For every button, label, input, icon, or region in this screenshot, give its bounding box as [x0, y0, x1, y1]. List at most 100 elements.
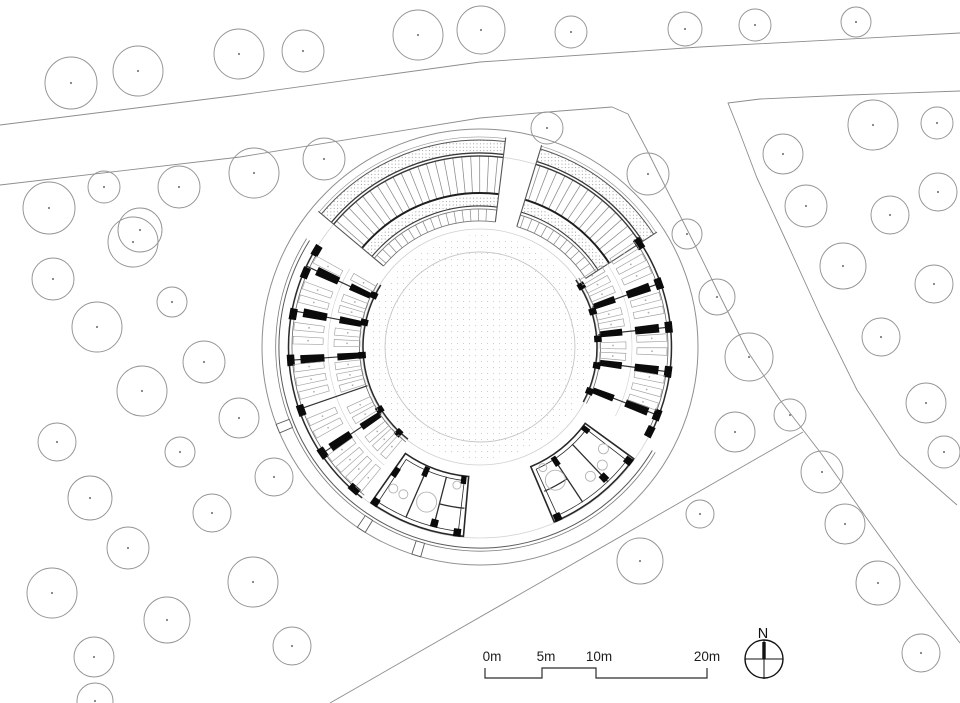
cot-dot	[313, 390, 315, 393]
cot	[355, 463, 381, 493]
tree-trunk-dot	[252, 171, 256, 175]
wc-fixture	[398, 489, 409, 500]
wall-block	[299, 266, 312, 280]
tree-trunk-dot	[683, 27, 687, 31]
cot	[346, 396, 374, 415]
tree-trunk-dot	[932, 282, 936, 286]
tree	[107, 216, 159, 268]
corridor-line	[327, 268, 385, 466]
inner-stipple-band	[521, 202, 607, 271]
cot-dot	[321, 415, 324, 418]
wc-jamb-block	[550, 455, 561, 467]
cot-dot	[350, 311, 353, 314]
outer-circle	[261, 128, 699, 566]
tree-trunk-dot	[272, 475, 276, 479]
tree-trunk-dot	[290, 644, 294, 648]
cot-dot	[357, 468, 360, 470]
cot-dot	[390, 445, 393, 448]
amphitheater-steps-north-west	[318, 136, 507, 267]
cot	[334, 359, 362, 371]
cot-dot	[353, 301, 356, 303]
wall-block	[374, 404, 385, 415]
tree-canopy-icon	[905, 382, 947, 424]
tree-canopy-icon	[22, 181, 76, 235]
cot-dot	[308, 365, 311, 368]
tree	[116, 365, 168, 417]
cot	[334, 327, 362, 338]
cot-dot	[351, 384, 354, 387]
tree-trunk-dot	[685, 232, 689, 236]
scale-label-0m: 0m	[483, 649, 502, 664]
wc-block-south-west	[369, 452, 470, 538]
cot-dot	[612, 344, 614, 347]
cot-dot	[327, 426, 330, 429]
tree-canopy-icon	[724, 332, 774, 382]
tree-canopy-icon	[302, 137, 346, 181]
cot	[579, 265, 606, 286]
tree-canopy-icon	[73, 636, 115, 678]
scale-bar-line	[484, 667, 708, 679]
tree	[117, 207, 163, 253]
tree	[870, 195, 910, 235]
cot	[636, 333, 668, 343]
cot	[351, 404, 379, 425]
cot	[295, 372, 327, 387]
tree-trunk-dot	[479, 28, 483, 32]
cot	[629, 292, 662, 308]
tree	[530, 111, 564, 145]
tree	[698, 278, 736, 316]
wc-partition	[432, 476, 448, 528]
tree-trunk-dot	[638, 559, 642, 563]
inner-stipple-band	[364, 196, 499, 257]
tree	[254, 457, 294, 497]
cot-dot	[650, 337, 653, 340]
tree	[724, 332, 774, 382]
tree	[667, 11, 703, 47]
tree-canopy-icon	[738, 8, 772, 42]
tree-trunk-dot	[136, 69, 140, 73]
wall-block	[576, 281, 587, 291]
cot-dot	[327, 265, 329, 268]
cot	[301, 281, 334, 299]
tree-canopy-icon	[847, 99, 899, 151]
cot-dot	[316, 289, 319, 292]
scale-label-10m: 10m	[586, 649, 612, 664]
wedge-edge	[494, 137, 507, 223]
wc-jamb-block	[452, 528, 462, 538]
tree-trunk-dot	[733, 430, 737, 434]
tree-canopy-icon	[106, 526, 150, 570]
wall-block	[584, 386, 595, 396]
cot	[636, 347, 668, 356]
tree-canopy-icon	[920, 106, 954, 140]
tree	[685, 499, 715, 529]
cot	[312, 255, 344, 277]
cot-dot	[367, 476, 370, 479]
tree-trunk-dot	[92, 655, 96, 659]
cot-dot	[362, 281, 365, 284]
tree-trunk-dot	[202, 360, 206, 364]
tree	[824, 503, 866, 545]
tree-canopy-icon	[157, 165, 201, 209]
wall-block	[300, 354, 325, 364]
tree	[87, 170, 121, 204]
wc-arc-partition	[439, 503, 465, 509]
tree	[71, 301, 123, 353]
cot	[306, 406, 338, 427]
tree	[671, 218, 703, 250]
tree-canopy-icon	[784, 184, 828, 228]
tree-trunk-dot	[126, 546, 130, 550]
wall-block	[591, 387, 615, 402]
cot	[349, 273, 377, 293]
wall-block	[592, 361, 601, 370]
tree	[800, 450, 844, 494]
tree	[905, 382, 947, 424]
tree	[182, 340, 226, 384]
tree	[31, 257, 75, 301]
tree-trunk-dot	[51, 277, 55, 281]
cot	[298, 384, 330, 400]
wall-block	[302, 308, 328, 321]
cot	[599, 351, 627, 361]
tree-canopy-icon	[698, 278, 736, 316]
wc-partition	[405, 469, 428, 518]
tree-canopy-icon	[272, 626, 312, 666]
